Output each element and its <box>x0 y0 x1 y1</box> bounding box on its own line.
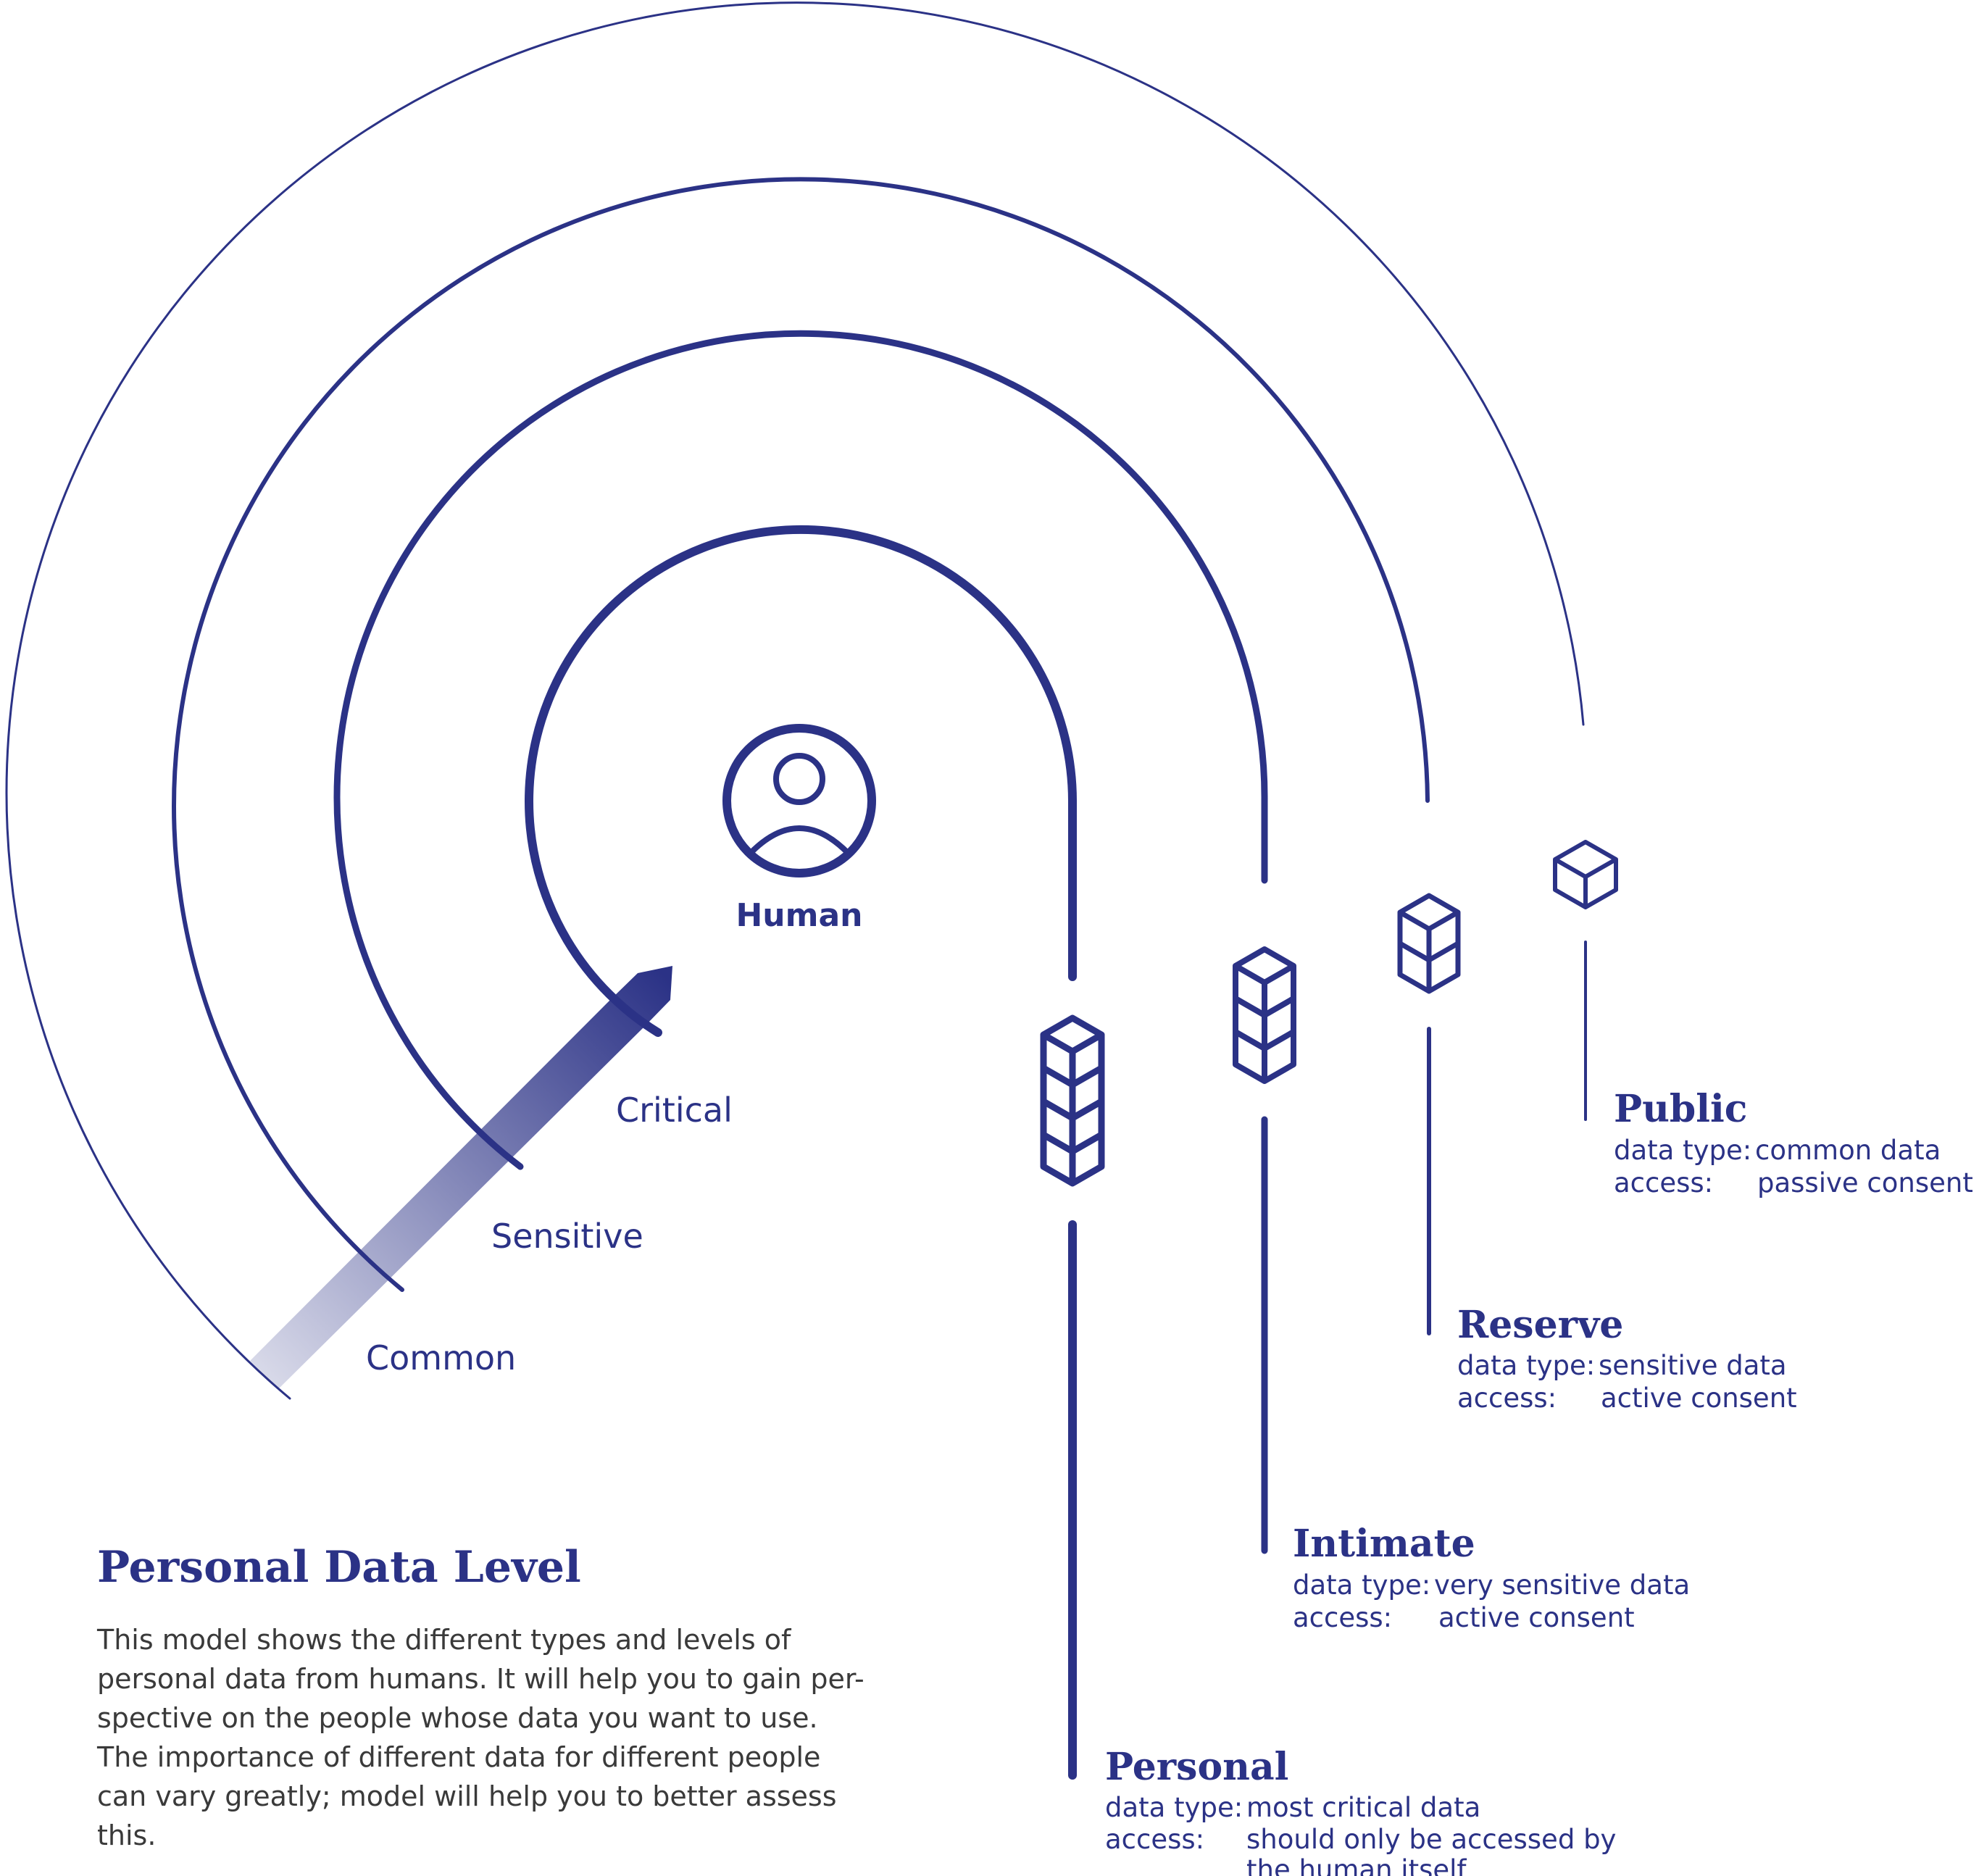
ring-public <box>5 1 1585 1400</box>
cube-stack-3-icon <box>1233 946 1296 1084</box>
level-label-common: Common <box>366 1338 516 1377</box>
personal-access-label: access: <box>1105 1824 1204 1855</box>
cube-stack-4-icon <box>1040 1014 1105 1187</box>
public-access-value: passive consent <box>1757 1167 1973 1198</box>
progression-arrow <box>250 966 672 1389</box>
reserve-type-value: sensitive data <box>1599 1350 1787 1381</box>
ring-intimate <box>333 330 1268 1170</box>
info-block-personal: Personal data type: most critical data a… <box>1105 1745 1616 1876</box>
intimate-type-value: very sensitive data <box>1434 1569 1690 1601</box>
ring-personal <box>525 525 1077 1037</box>
reserve-access-value: active consent <box>1601 1383 1797 1414</box>
info-block-intimate: Intimate data type: very sensitive data … <box>1293 1522 1690 1633</box>
personal-access-value-line-2: the human itself <box>1246 1854 1467 1876</box>
description-title: Personal Data Level <box>97 1542 581 1593</box>
description-line-1: This model shows the different types and… <box>96 1624 792 1656</box>
personal-type-label: data type: <box>1105 1792 1243 1823</box>
intimate-access-label: access: <box>1293 1602 1392 1633</box>
description-line-3: spective on the people whose data you wa… <box>97 1702 818 1734</box>
level-name-reserve: Reserve <box>1457 1303 1623 1347</box>
reserve-access-label: access: <box>1457 1383 1557 1414</box>
person-icon <box>722 724 876 877</box>
description-line-5: can vary greatly; model will help you to… <box>97 1780 837 1812</box>
intimate-type-label: data type: <box>1293 1569 1430 1601</box>
connector-lines <box>1068 941 1587 1780</box>
level-name-intimate: Intimate <box>1293 1522 1475 1566</box>
level-name-personal: Personal <box>1105 1745 1288 1789</box>
personal-access-value-line-1: should only be accessed by <box>1246 1824 1616 1855</box>
description-line-4: The importance of different data for dif… <box>96 1741 820 1773</box>
personal-type-value: most critical data <box>1246 1792 1480 1823</box>
description-line-6: this. <box>97 1819 156 1851</box>
human-label: Human <box>736 897 862 934</box>
level-label-sensitive: Sensitive <box>491 1217 643 1256</box>
ring-reserve <box>172 177 1430 1292</box>
concentric-rings <box>5 1 1585 1400</box>
public-access-label: access: <box>1614 1167 1713 1198</box>
level-name-public: Public <box>1614 1087 1747 1131</box>
level-label-critical: Critical <box>616 1091 733 1130</box>
description-line-2: personal data from humans. It will help … <box>97 1663 864 1695</box>
cube-stack-2-icon <box>1397 893 1461 994</box>
public-type-value: common data <box>1755 1135 1941 1166</box>
reserve-type-label: data type: <box>1457 1350 1595 1381</box>
intimate-access-value: active consent <box>1438 1602 1635 1633</box>
info-block-reserve: Reserve data type: sensitive data access… <box>1457 1303 1797 1414</box>
description-block: Personal Data Level This model shows the… <box>96 1542 864 1851</box>
cube-stack-1-icon <box>1553 840 1618 909</box>
public-type-label: data type: <box>1614 1135 1751 1166</box>
info-block-public: Public data type: common data access: pa… <box>1614 1087 1973 1198</box>
